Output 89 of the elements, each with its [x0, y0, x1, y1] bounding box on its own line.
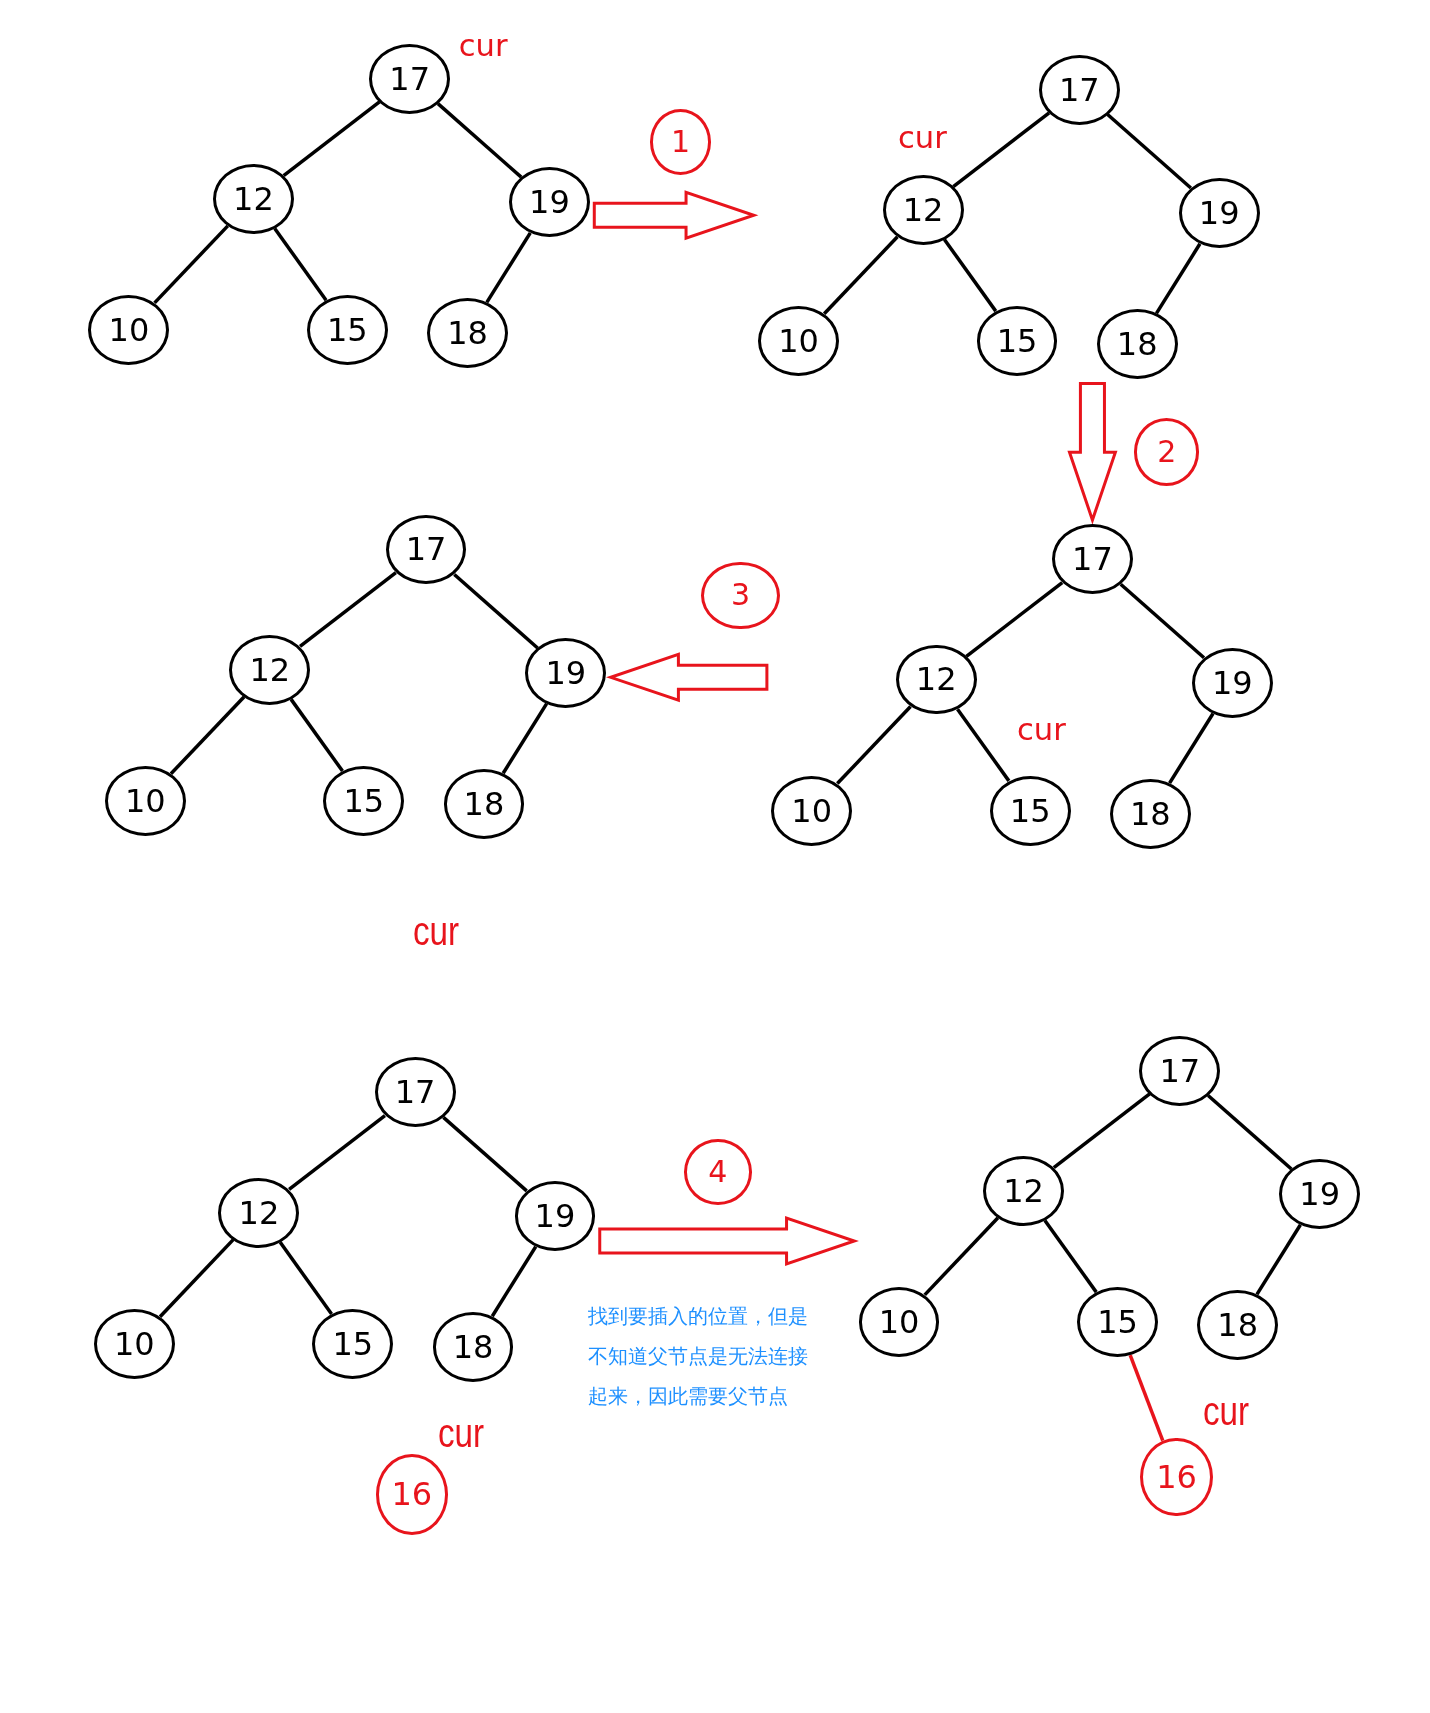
tree-edge	[278, 1241, 333, 1315]
tree-edge	[1154, 242, 1202, 315]
node-value: 1	[671, 127, 691, 157]
node-value: 19	[534, 1199, 576, 1232]
node-value: 10	[778, 324, 819, 357]
tree-edge	[298, 571, 397, 648]
tree-edge	[942, 238, 998, 313]
tree-edge	[442, 1116, 528, 1193]
tree-edge	[169, 695, 246, 775]
note-text: 找到要插入的位置，但是不知道父节点是无法连接起来，因此需要父节点	[587, 1302, 809, 1410]
node-value: 16	[1156, 1460, 1197, 1493]
tree-edge	[453, 573, 539, 650]
tree-edge	[956, 708, 1011, 782]
node-value: 15	[996, 324, 1038, 357]
node-value: 19	[529, 186, 570, 219]
node-value: 19	[545, 656, 587, 689]
node-value: 19	[1198, 197, 1240, 229]
node-value: 15	[327, 313, 368, 346]
node-value: 10	[791, 794, 832, 827]
node-value: 17	[1058, 73, 1100, 106]
node-value: 2	[1157, 437, 1177, 468]
node-value: 16	[391, 1478, 433, 1511]
tree-node-ellipse	[1279, 1159, 1361, 1229]
node-value: 15	[343, 784, 385, 817]
tree-edge	[288, 1114, 386, 1191]
tree-edge	[158, 1238, 235, 1318]
node-value: 18	[1217, 1309, 1259, 1342]
node-value: 18	[447, 317, 488, 350]
node-value: 19	[1299, 1178, 1340, 1210]
tree-edge	[501, 702, 549, 775]
tree-edge	[965, 581, 1064, 658]
tree-edge	[273, 227, 328, 302]
node-value: 12	[1003, 1174, 1044, 1207]
node-value: 10	[878, 1305, 920, 1338]
tree-edge	[1106, 113, 1193, 190]
node-value: 15	[332, 1327, 374, 1360]
tree-edge	[282, 100, 381, 177]
node-value: 19	[1211, 666, 1253, 699]
tree-edge	[153, 224, 230, 305]
tree-edge	[836, 705, 912, 785]
tree-edge	[1052, 1092, 1151, 1169]
node-value: 10	[108, 313, 150, 346]
node-value: 3	[731, 580, 751, 611]
tree-node-ellipse	[525, 637, 607, 708]
node-value: 17	[1159, 1054, 1201, 1087]
node-value: 12	[233, 182, 274, 215]
block-arrow	[592, 190, 759, 241]
node-value: 12	[238, 1196, 280, 1229]
node-value: 4	[708, 1157, 728, 1188]
node-value: 18	[463, 788, 505, 820]
tree-node-ellipse	[509, 167, 590, 238]
tree-edge	[436, 102, 523, 179]
node-value: 12	[249, 653, 291, 686]
node-value: 17	[405, 533, 447, 566]
cur-label: cur	[1017, 712, 1066, 748]
node-value: 12	[902, 193, 944, 226]
block-arrow	[606, 652, 769, 703]
node-value: 15	[1097, 1305, 1138, 1338]
node-value: 12	[915, 663, 957, 696]
tree-edge	[1168, 712, 1215, 785]
tree-edge	[822, 235, 899, 316]
cur-label: cur	[412, 906, 460, 955]
node-value: 18	[1116, 328, 1158, 361]
tree-node-ellipse	[374, 1057, 456, 1128]
node-value: 15	[1009, 794, 1051, 827]
node-value: 10	[114, 1327, 155, 1360]
tree-edge	[1128, 1354, 1165, 1442]
node-value: 17	[389, 62, 430, 95]
tree-edge	[1206, 1094, 1293, 1171]
cur-label: cur	[458, 28, 508, 64]
tree-edge	[1043, 1219, 1098, 1294]
block-arrow	[1067, 381, 1118, 525]
tree-edge	[923, 1216, 1000, 1297]
node-value: 18	[452, 1330, 494, 1363]
tree-edge	[485, 231, 532, 304]
tree-node-ellipse	[1052, 524, 1133, 595]
node-value: 18	[1129, 797, 1171, 830]
tree-edge	[289, 698, 344, 773]
cur-label: cur	[1202, 1387, 1249, 1436]
node-value: 17	[394, 1076, 436, 1109]
node-value: 17	[1072, 543, 1113, 576]
tree-edge	[490, 1245, 538, 1318]
tree-edge	[952, 111, 1051, 188]
node-value: 10	[124, 784, 166, 817]
tree-edge	[1119, 583, 1206, 660]
block-arrow	[598, 1215, 859, 1267]
tree-edge	[1255, 1223, 1302, 1296]
cur-label: cur	[897, 120, 947, 156]
cur-label: cur	[438, 1409, 485, 1458]
